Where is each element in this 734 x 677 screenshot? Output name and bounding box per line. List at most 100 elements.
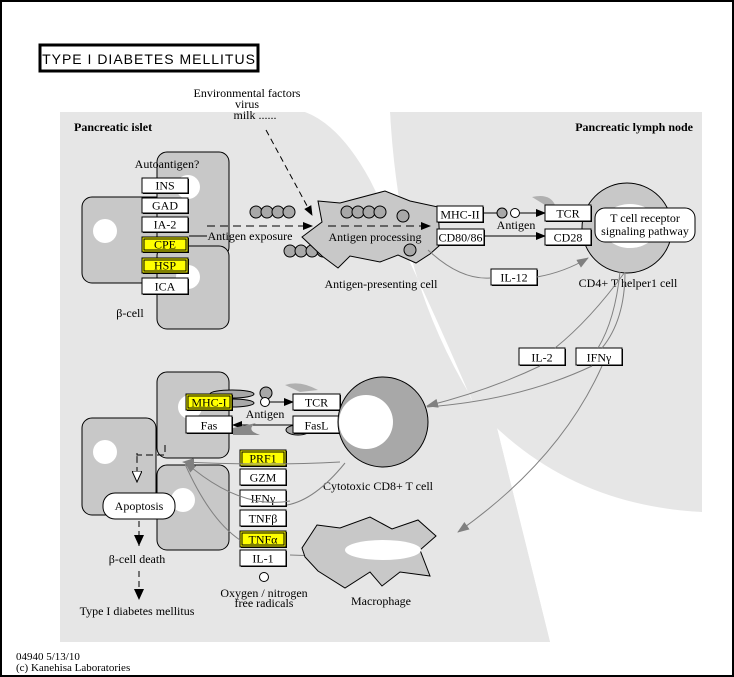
- env-factor-arrow: [265, 129, 313, 216]
- tcr-signaling-pathway-link[interactable]: T cell receptor signaling pathway: [594, 207, 696, 243]
- macrophage-label: Macrophage: [351, 594, 411, 608]
- antigen-node-apc: [510, 208, 520, 218]
- cd8-label: Cytotoxic CD8+ T cell: [323, 479, 434, 493]
- gene-box-prf1[interactable]: PRF1: [239, 449, 287, 467]
- gene-box-cd28[interactable]: CD28: [544, 228, 592, 246]
- gene-box-bg: [518, 347, 566, 366]
- gene-box-bg: [239, 530, 287, 548]
- svg-text:Apoptosis: Apoptosis: [115, 499, 164, 513]
- page-title: TYPE I DIABETES MELLITUS: [38, 43, 260, 73]
- gene-label: TNFα: [249, 533, 279, 547]
- region-label-islet: Pancreatic islet: [74, 120, 152, 134]
- antigen-exposure-label: Antigen exposure: [208, 229, 293, 243]
- gene-box-bg: [141, 257, 189, 274]
- gene-label: MHC-II: [440, 208, 479, 222]
- gene-label: CD80/86: [438, 231, 482, 245]
- gene-box-gzm[interactable]: GZM: [239, 468, 287, 486]
- gene-box-ins[interactable]: INS: [141, 177, 189, 194]
- gene-label: GZM: [250, 471, 277, 485]
- gene-box-bg: [141, 197, 189, 214]
- gene-label: IA-2: [154, 218, 177, 232]
- gene-box-il-12[interactable]: IL-12: [490, 268, 538, 286]
- apc-label: Antigen-presenting cell: [325, 277, 439, 291]
- gene-box-cpe[interactable]: CPE: [141, 236, 189, 253]
- autoantigen-label: Autoantigen?: [135, 157, 200, 171]
- gene-label: Fas: [201, 419, 218, 433]
- gene-box-fasl[interactable]: FasL: [292, 415, 341, 434]
- gene-box-gad[interactable]: GAD: [141, 197, 189, 214]
- gene-box-tcr-1[interactable]: TCR: [544, 204, 592, 222]
- gene-label: TNFβ: [249, 512, 278, 526]
- gene-box-bg: [141, 177, 189, 194]
- gene-box-mhc-i[interactable]: MHC-I: [185, 393, 233, 411]
- gene-label: INS: [155, 179, 174, 193]
- gene-label: IFNγ: [587, 351, 612, 365]
- antigen-processing-label: Antigen processing: [329, 230, 422, 244]
- gene-label: TCR: [556, 207, 579, 221]
- gene-box-ifng-1[interactable]: IFNγ: [575, 347, 623, 366]
- antigen-label-apc: Antigen: [497, 218, 536, 232]
- copyright: (c) Kanehisa Laboratories: [16, 662, 130, 674]
- gene-label: CD28: [554, 231, 583, 245]
- ifng-to-macrophage-arrow: [457, 365, 603, 533]
- gene-label: IFNγ: [251, 492, 276, 506]
- gene-box-bg: [239, 549, 287, 567]
- gene-box-bg: [436, 205, 484, 223]
- gene-box-fas[interactable]: Fas: [185, 415, 233, 434]
- gene-box-mhc-ii[interactable]: MHC-II: [436, 205, 484, 223]
- radicals-label-line2: free radicals: [235, 596, 294, 610]
- cd4-label: CD4+ T helper1 cell: [579, 276, 678, 290]
- gene-label: HSP: [154, 259, 176, 273]
- map-id-date: 04940 5/13/10: [16, 651, 80, 663]
- apoptosis-node[interactable]: Apoptosis: [102, 492, 176, 520]
- gene-label: TCR: [305, 396, 328, 410]
- gene-box-bg: [239, 509, 287, 527]
- cd8-to-beta-arrow: [182, 458, 341, 468]
- gene-box-bg: [292, 393, 341, 411]
- cytotoxic-cd8-t-cell: [337, 376, 429, 468]
- gene-box-tcr-2[interactable]: TCR: [292, 393, 341, 411]
- gene-label: IL-2: [531, 351, 552, 365]
- gene-box-bg: [575, 347, 623, 366]
- gene-label: ICA: [155, 280, 176, 294]
- gene-label: IL-1: [252, 552, 273, 566]
- gene-box-bg: [141, 277, 189, 295]
- env-factors-line3: milk ......: [233, 108, 276, 122]
- env-factors-line2: virus: [235, 97, 259, 111]
- gene-box-cd80-86[interactable]: CD80/86: [436, 228, 485, 246]
- il12-from-apc-line: [427, 249, 491, 279]
- gene-label: PRF1: [249, 452, 276, 466]
- region-label-lymph-node: Pancreatic lymph node: [575, 120, 693, 134]
- il2-to-cd8-arrow: [426, 365, 541, 408]
- gene-box-bg: [436, 228, 485, 246]
- antigen-node-ctl: [260, 397, 270, 407]
- gene-box-bg: [544, 204, 592, 222]
- gene-box-il-1[interactable]: IL-1: [239, 549, 287, 567]
- gene-box-tnfa[interactable]: TNFα: [239, 530, 287, 548]
- gene-box-ia-2[interactable]: IA-2: [141, 216, 189, 233]
- gene-label: FasL: [305, 419, 329, 433]
- gene-label: MHC-I: [191, 396, 226, 410]
- gene-box-bg: [239, 449, 287, 467]
- gene-label: GAD: [152, 199, 178, 213]
- gene-box-il-2[interactable]: IL-2: [518, 347, 566, 366]
- radicals-label-line1: Oxygen / nitrogen: [220, 586, 307, 600]
- svg-text:T cell receptor: T cell receptor: [610, 211, 680, 225]
- gene-box-bg: [239, 468, 287, 486]
- gene-box-bg: [185, 393, 233, 411]
- svg-text:signaling pathway: signaling pathway: [601, 224, 689, 238]
- gene-box-ica[interactable]: ICA: [141, 277, 189, 295]
- beta-cell-death-label: β-cell death: [109, 552, 165, 566]
- gene-box-tnfb[interactable]: TNFβ: [239, 509, 287, 527]
- t1dm-label: Type I diabetes mellitus: [80, 604, 195, 618]
- gene-label: CPE: [154, 238, 176, 252]
- ifng-to-cd8-line: [426, 365, 593, 408]
- free-radicals-node: [259, 572, 269, 582]
- region-separator: [305, 112, 480, 420]
- gene-box-hsp[interactable]: HSP: [141, 257, 189, 274]
- gene-box-bg: [141, 236, 189, 253]
- il12-to-cd4-arrow: [536, 257, 589, 278]
- env-factors-line1: Environmental factors: [194, 86, 301, 100]
- beta-cell-label: β-cell: [116, 306, 144, 320]
